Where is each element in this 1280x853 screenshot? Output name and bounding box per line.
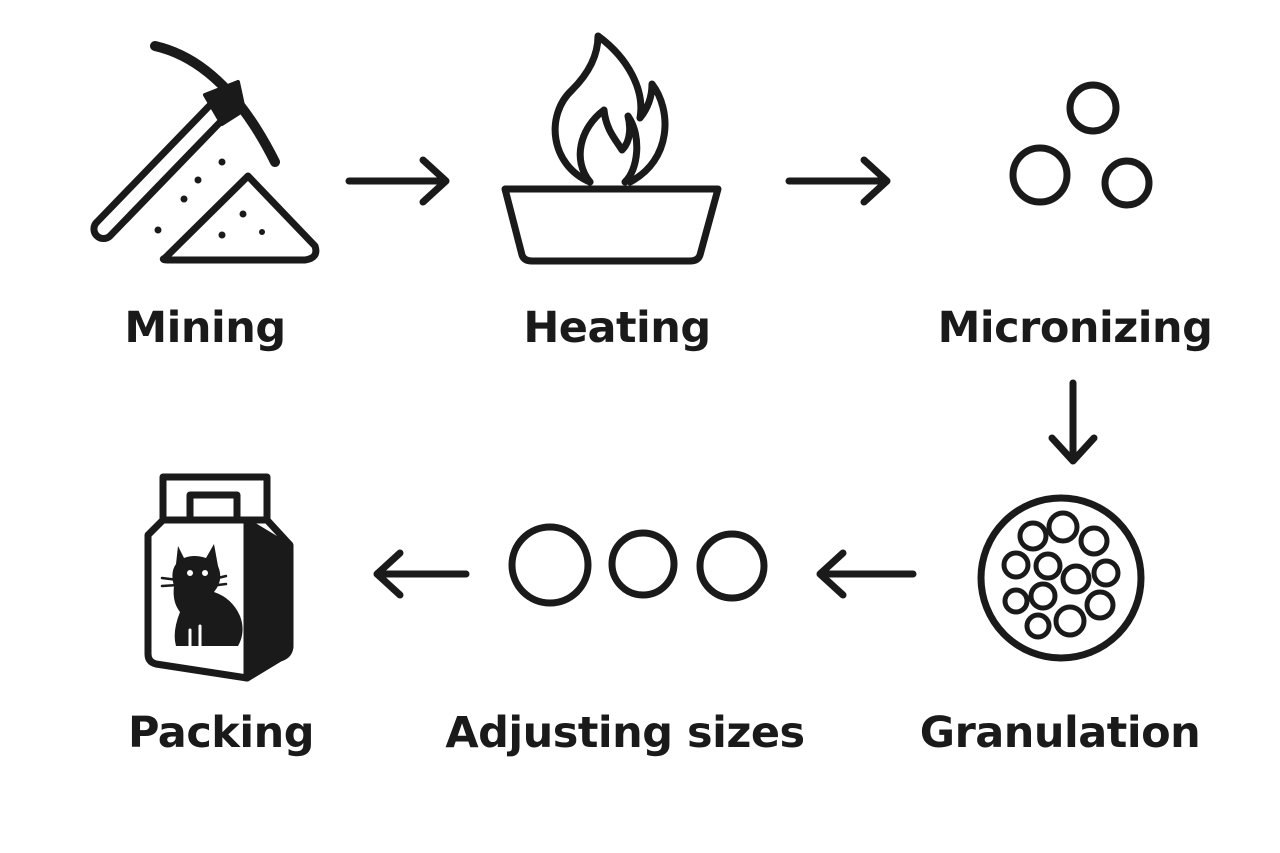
particles-icon — [1009, 81, 1153, 209]
arrow-mining-to-heating — [345, 156, 450, 206]
arrow-micronizing-to-granulation — [1048, 379, 1098, 465]
step-label-micronizing: Micronizing — [937, 303, 1213, 353]
cat-silhouette — [172, 544, 243, 646]
step-label-mining: Mining — [124, 303, 286, 353]
pickaxe-sand-icon — [90, 41, 320, 264]
step-label-adjusting-sizes: Adjusting sizes — [445, 708, 805, 758]
step-label-granulation: Granulation — [919, 708, 1201, 758]
arrow-heating-to-micronizing — [785, 156, 891, 206]
step-label-heating: Heating — [523, 303, 711, 353]
arrow-adjusting-to-packing — [373, 549, 470, 599]
arrow-granulation-to-adjusting — [816, 549, 917, 599]
granules-disc-icon — [977, 494, 1145, 662]
step-label-packing: Packing — [127, 708, 315, 758]
cat-litter-bag-icon — [144, 473, 294, 682]
three-circles-icon — [508, 523, 768, 607]
flame-tray-icon — [501, 32, 722, 265]
